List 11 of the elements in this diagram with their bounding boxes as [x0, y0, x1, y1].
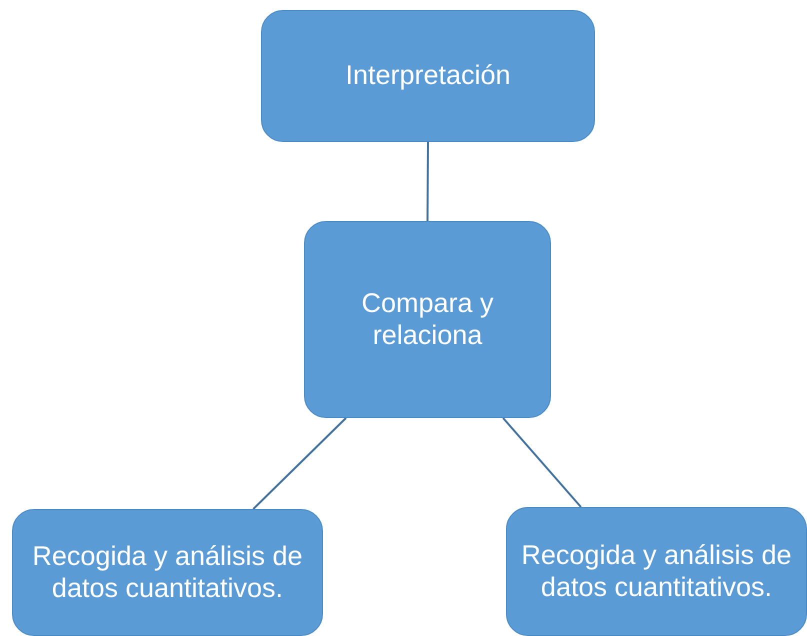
rounded-box	[304, 221, 551, 418]
rounded-box	[261, 10, 595, 142]
box-label: Interpretación	[345, 60, 511, 92]
connector-line	[252, 417, 347, 510]
box-label: Recogida y análisis de datos cuantitativos.	[31, 541, 304, 604]
rounded-box	[12, 509, 323, 636]
box-label: Recogida y análisis de datos cuantitativos.	[520, 540, 793, 603]
connector-line	[426, 142, 429, 221]
connector-line	[502, 417, 582, 508]
box-label: Compara y relaciona	[360, 288, 495, 351]
rounded-box	[506, 507, 807, 636]
